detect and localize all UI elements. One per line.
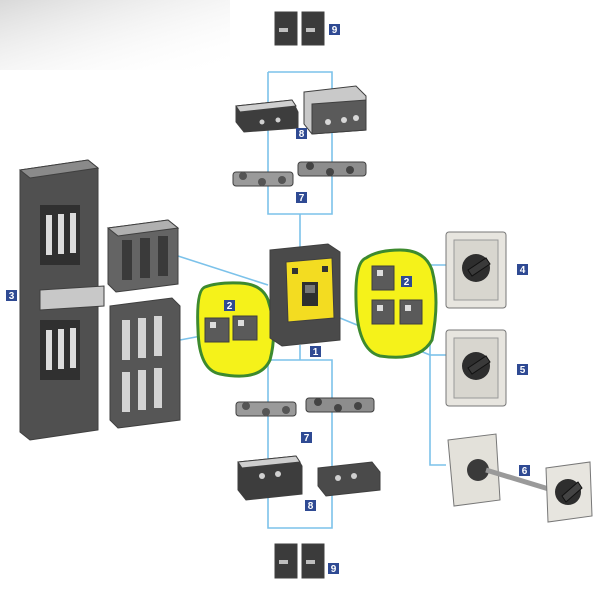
terminal-shield-bottom [237,455,381,501]
badge-7-bottom: 7 [301,432,312,444]
terminal-cover-top [274,11,325,46]
svg-text:7: 7 [299,193,305,204]
rotary-handle-extended [445,329,507,407]
svg-text:4: 4 [520,265,526,276]
terminal-cover-bottom [274,543,325,579]
svg-text:2: 2 [227,301,233,312]
badge-6: 6 [519,465,530,477]
auxiliary-switch-left [204,315,258,343]
svg-text:6: 6 [522,466,528,477]
svg-text:5: 5 [520,365,526,376]
badge-5: 5 [517,364,528,376]
highlight-right [354,248,438,359]
badge-2-right: 2 [401,276,412,288]
badge-4: 4 [517,264,528,276]
terminal-lug-top [232,161,367,187]
extended-shaft-handle [447,433,593,523]
terminal-lug-bottom [235,397,375,417]
circuit-breaker [269,243,341,347]
svg-text:8: 8 [308,501,314,512]
background-fade [0,0,230,70]
badge-3: 3 [6,290,17,302]
terminal-shield-top [235,85,367,135]
badge-9-bottom: 9 [328,563,339,575]
plug-in-rear-base [109,297,181,429]
rotary-handle-direct [445,231,507,309]
badge-2-left: 2 [224,300,235,312]
svg-text:9: 9 [331,564,337,575]
plug-in-base [18,159,105,441]
badge-1: 1 [310,346,321,358]
svg-text:7: 7 [304,433,310,444]
svg-text:8: 8 [299,129,305,140]
badge-9-top: 9 [329,24,340,36]
auxiliary-switch-right [371,265,423,325]
badge-8-bottom: 8 [305,500,316,512]
badge-8-top: 8 [296,128,307,140]
badge-7-top: 7 [296,192,307,204]
svg-text:2: 2 [404,277,410,288]
svg-text:1: 1 [313,347,319,358]
svg-text:3: 3 [9,291,15,302]
svg-text:9: 9 [332,25,338,36]
plug-in-cover [106,219,180,293]
